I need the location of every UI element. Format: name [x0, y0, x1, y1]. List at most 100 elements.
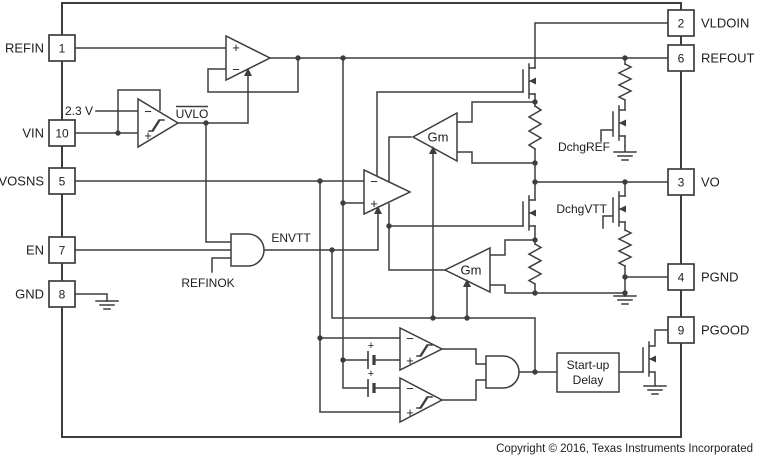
- uvlo-label: UVLO: [176, 107, 209, 121]
- resistor-dchgref: [617, 62, 633, 102]
- pin-label: VLDOIN: [701, 16, 749, 31]
- junction-dots: [115, 55, 628, 375]
- wire-comp-upper-out: [441, 348, 487, 365]
- wire-comp-lower-out: [441, 379, 487, 401]
- hysteresis-icon: [416, 395, 433, 410]
- resistor-sense-upper: [527, 104, 543, 151]
- vref-label: 2.3 V: [65, 104, 93, 118]
- minus-mark: −: [406, 331, 414, 346]
- wire-gm-lower-in-top: [489, 239, 536, 256]
- sink-fet: [522, 195, 536, 231]
- mosfet-body-arrow-icon: [649, 355, 656, 363]
- mosfet-body-arrow-icon: [529, 209, 536, 217]
- pin-label: VOSNS: [0, 174, 44, 189]
- startup-label-line2: Delay: [573, 373, 604, 387]
- wire-vosns-bus: [319, 180, 401, 413]
- wire-vldoin: [534, 22, 669, 69]
- minus-mark: −: [406, 381, 414, 396]
- ground-symbols: [95, 145, 667, 395]
- pgood-comparator-lower: [399, 376, 444, 424]
- wire-buffer-feedback: [207, 57, 299, 93]
- minus-mark: −: [232, 62, 240, 77]
- pin-pgood: 9 PGOOD: [667, 316, 749, 344]
- wire-uvlo-to-buffer-enable: [205, 73, 249, 124]
- error-amplifier: [363, 168, 412, 216]
- enable-arrow-icon: [429, 146, 437, 154]
- wire-r2-to-gnd: [534, 283, 626, 294]
- pin-label: VIN: [22, 126, 44, 141]
- pin-gnd: 8 GND: [15, 280, 76, 308]
- pin-number: 3: [678, 176, 685, 190]
- pin-label: GND: [15, 287, 44, 302]
- plus-mark: +: [144, 128, 152, 143]
- offset-plus-mark: +: [368, 340, 374, 352]
- ground-icon: [613, 295, 637, 305]
- pin-number: 6: [678, 52, 685, 66]
- enable-arrow-icon: [463, 279, 471, 287]
- envtt-label: ENVTT: [271, 231, 311, 245]
- wire-gm-lower-in-bottom: [489, 284, 536, 294]
- pins-left: 1 REFIN 10 VIN 5 VOSNS 7 EN 8 GND: [0, 34, 76, 308]
- pin-number: 5: [59, 175, 66, 189]
- and-gate-envtt: [230, 233, 265, 267]
- pin-vldoin: 2 VLDOIN: [667, 9, 749, 37]
- wire-refinok: [211, 257, 232, 273]
- dchgref-label: DchgREF: [558, 140, 610, 154]
- plus-mark: +: [406, 353, 414, 368]
- resistor-sense-lower: [527, 242, 543, 286]
- resistor-dchgvtt: [617, 228, 633, 268]
- wire-source-fet-gate: [376, 91, 524, 177]
- source-fet: [522, 63, 536, 99]
- pin-en: 7 EN: [26, 236, 76, 264]
- wire-gm-upper-out: [388, 136, 412, 182]
- pin-number: 8: [59, 288, 66, 302]
- dchgref-fet: [600, 105, 626, 142]
- pins-right: 2 VLDOIN 6 REFOUT 3 VO 4 PGND 9 PGOOD: [667, 9, 755, 344]
- gm-lower-label: Gm: [461, 263, 482, 278]
- plus-mark: +: [232, 40, 240, 55]
- pin-number: 1: [59, 42, 66, 56]
- gm-amplifier-upper: [411, 111, 458, 163]
- ic-boundary: [61, 2, 682, 438]
- hysteresis-icon: [148, 118, 165, 133]
- refinok-label: REFINOK: [181, 276, 234, 290]
- pin-refin: 1 REFIN: [5, 34, 76, 62]
- pin-number: 2: [678, 17, 685, 31]
- wire-gm-upper-in-top: [456, 101, 536, 123]
- pgood-comparator-upper: [399, 326, 444, 372]
- pin-vosns: 5 VOSNS: [0, 167, 76, 195]
- pin-label: REFIN: [5, 41, 44, 56]
- pin-number: 9: [678, 324, 685, 338]
- signal-labels: 2.3 V UVLO ENVTT REFINOK Gm Gm DchgREF D…: [65, 104, 610, 387]
- offset-source-lower: [367, 379, 376, 397]
- minus-mark: −: [144, 104, 152, 119]
- plus-mark: +: [370, 196, 378, 211]
- pin-number: 10: [55, 127, 69, 141]
- pin-vo: 3 VO: [667, 168, 720, 196]
- pin-label: PGND: [701, 270, 739, 285]
- startup-label-line1: Start-up: [567, 358, 610, 372]
- ground-icon: [643, 385, 667, 395]
- offset-source-upper: [367, 351, 376, 369]
- ground-icon: [613, 145, 637, 161]
- pin-vin: 10 VIN: [22, 119, 76, 147]
- dchgvtt-label: DchgVTT: [556, 202, 607, 216]
- minus-mark: −: [370, 174, 378, 189]
- blocks: [137, 34, 620, 424]
- polarity-marks: + − − + − + − + − + + +: [144, 40, 414, 420]
- wire-erramp-low-drive: [388, 203, 446, 271]
- pin-pgnd: 4 PGND: [667, 263, 739, 291]
- wire-uvlo-to-and: [205, 122, 232, 243]
- pgood-fet: [642, 329, 669, 387]
- ground-icon: [95, 300, 119, 310]
- pin-refout: 6 REFOUT: [667, 44, 755, 72]
- wire-envtt: [263, 213, 379, 251]
- pin-number: 4: [678, 271, 685, 285]
- enable-arrow-icon: [244, 68, 252, 76]
- pin-label: REFOUT: [701, 51, 755, 66]
- mosfet-body-arrow-icon: [529, 77, 536, 85]
- mosfet-body-arrow-icon: [619, 205, 626, 213]
- enable-arrows: [244, 68, 471, 287]
